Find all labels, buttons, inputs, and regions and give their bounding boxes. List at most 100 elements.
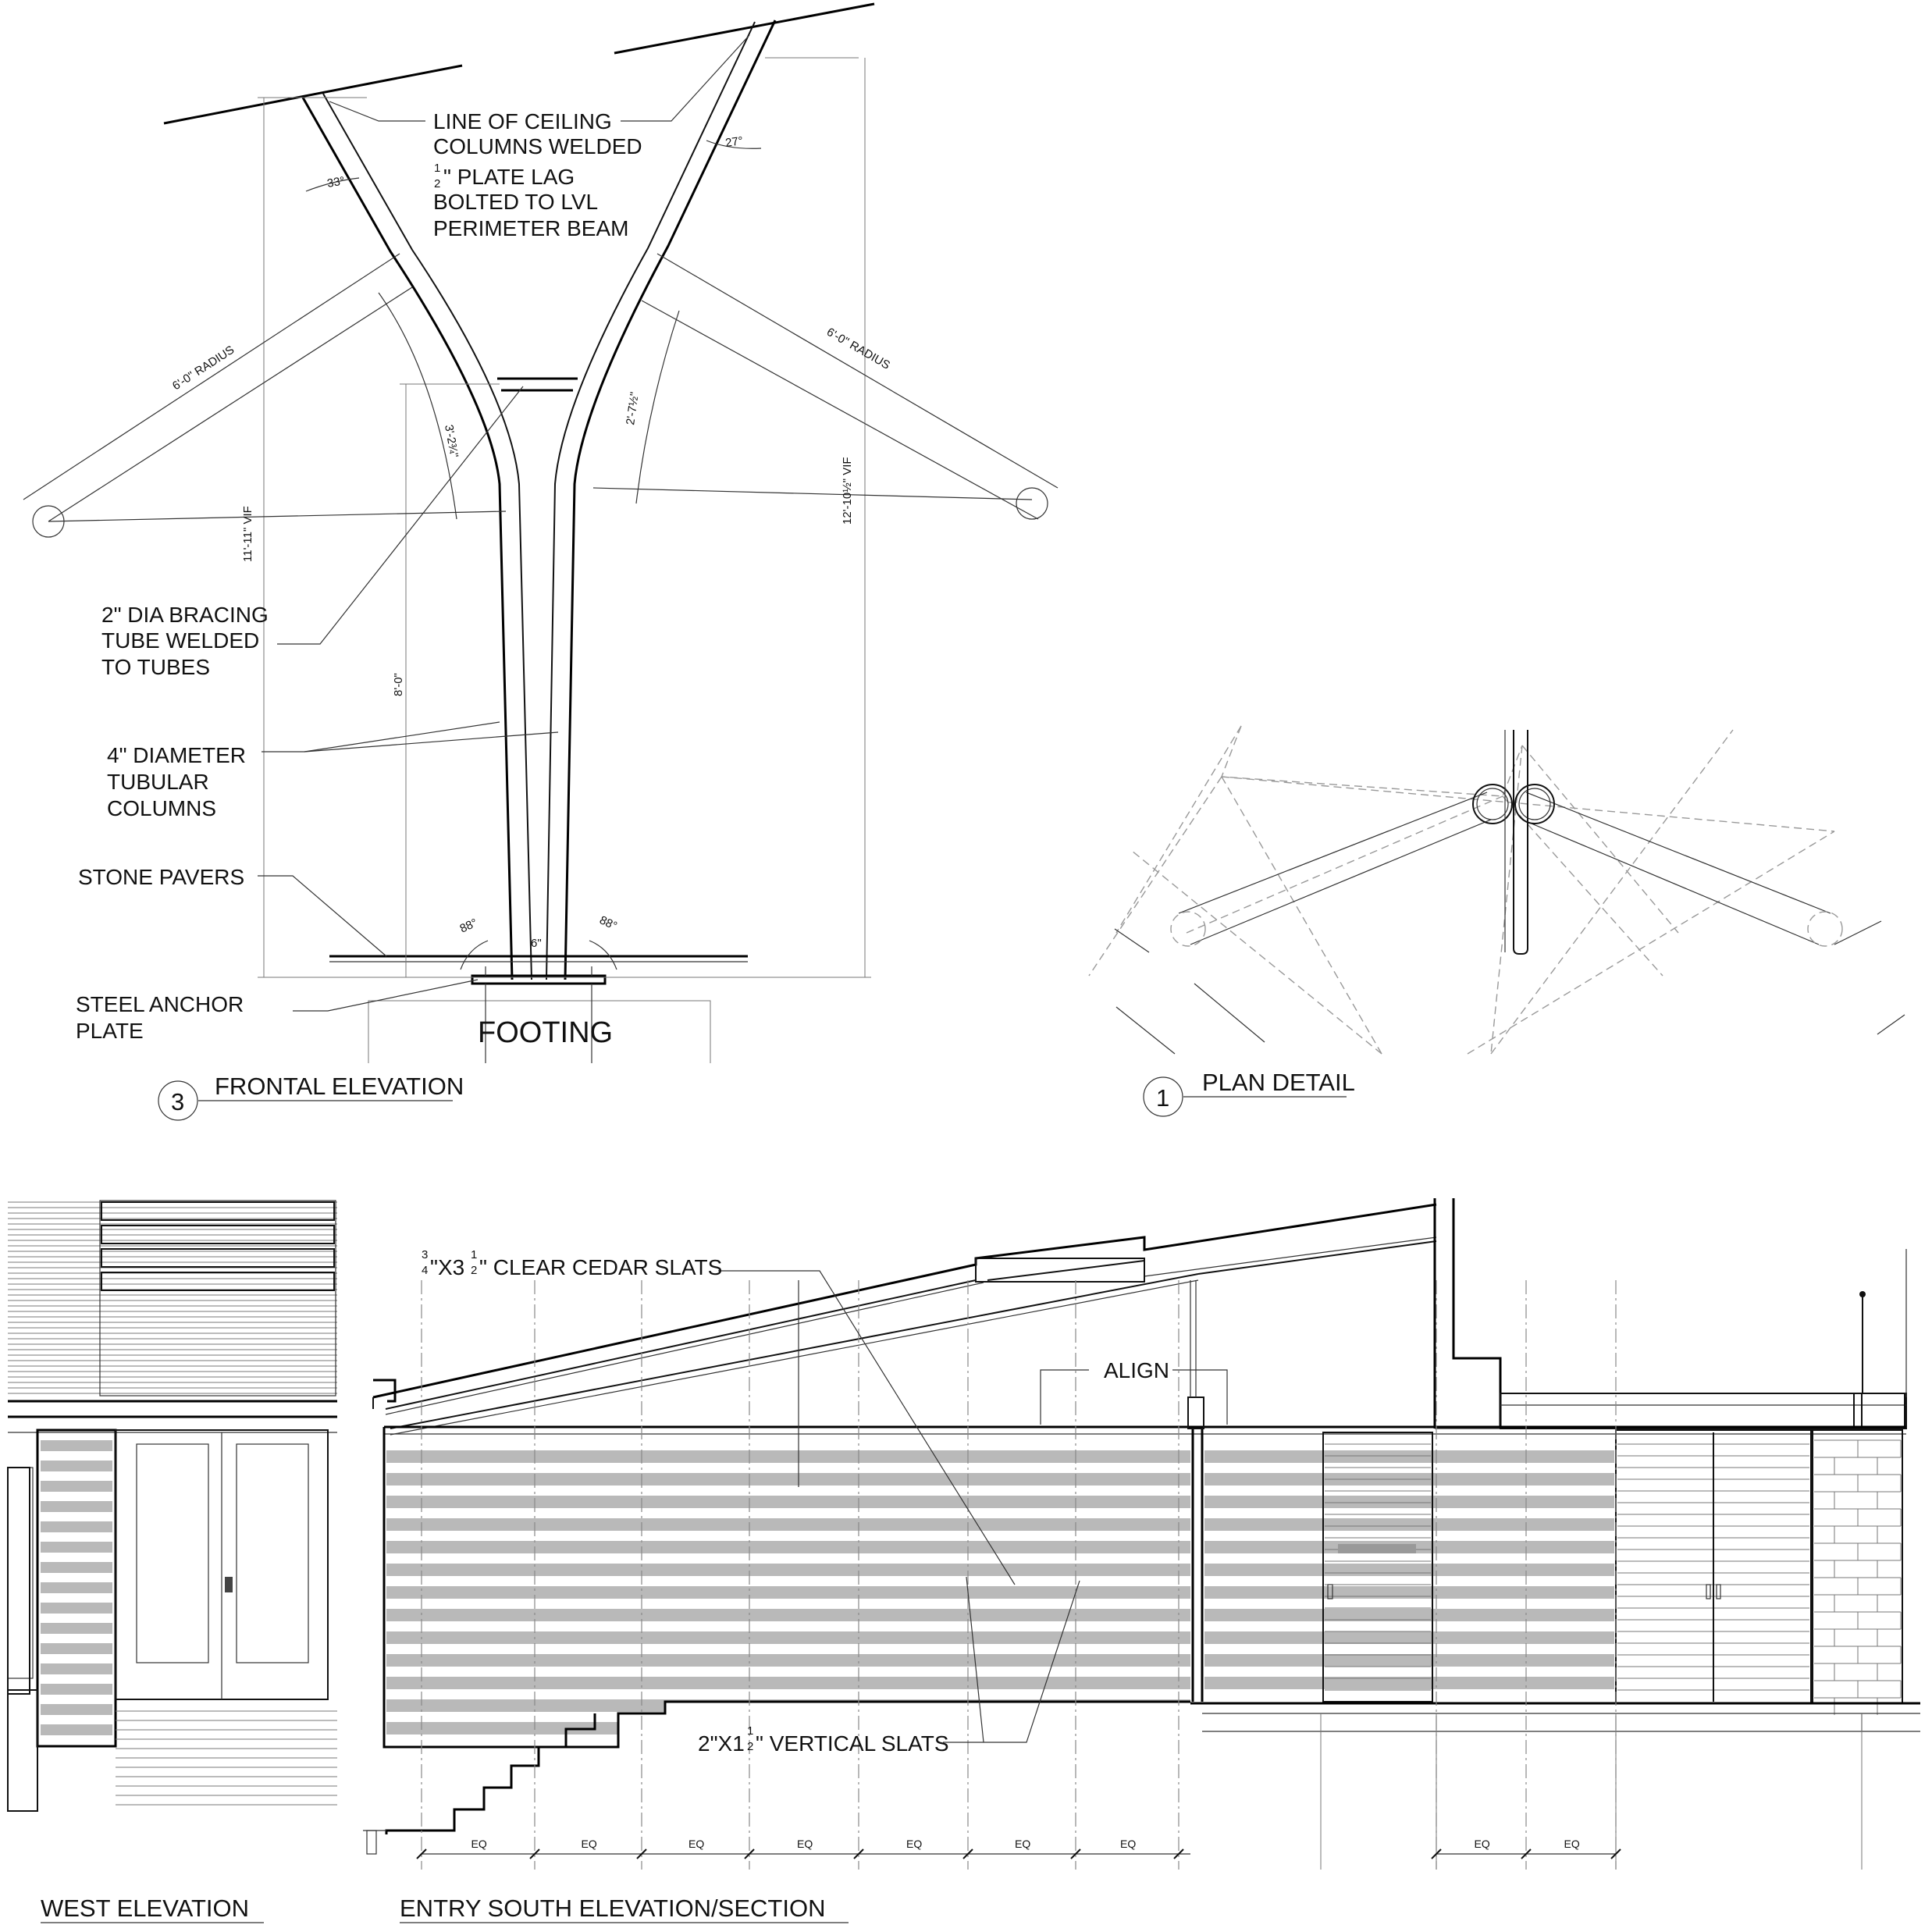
eq-label: EQ	[1475, 1838, 1490, 1850]
door-mail-slot	[1338, 1544, 1416, 1553]
west-louver-2	[101, 1225, 335, 1244]
mask	[618, 1702, 1194, 1749]
footing-outline	[368, 1000, 711, 1063]
cedar-slat	[386, 1496, 1190, 1508]
eq-label: EQ	[1564, 1838, 1580, 1850]
west-slat	[41, 1643, 112, 1654]
note-perimeter-beam: PERIMETER BEAM	[433, 216, 628, 240]
west-elevation: WEST ELEVATION	[7, 1200, 337, 1923]
align-leader-left	[1040, 1369, 1089, 1425]
cedar-tail: " CLEAR CEDAR SLATS	[479, 1255, 722, 1279]
note-bolted: BOLTED TO LVL	[433, 190, 598, 214]
dim-angle-left-top: 33°	[326, 174, 346, 190]
cedar-slat	[1204, 1496, 1614, 1508]
ceiling-line-right	[614, 2, 875, 55]
cedar-slat	[1204, 1518, 1614, 1531]
vertical-a: 2"X1	[698, 1731, 745, 1756]
cedar-slat	[386, 1473, 1190, 1485]
radius-line-left	[23, 253, 400, 500]
note-bracing-2: TUBE WELDED	[101, 628, 259, 653]
plan-column-right	[1514, 784, 1555, 824]
west-slat	[41, 1724, 112, 1735]
note-align: ALIGN	[1104, 1358, 1169, 1382]
south-elevation-title: ENTRY SOUTH ELEVATION/SECTION	[400, 1895, 825, 1922]
eq-label: EQ	[906, 1838, 922, 1850]
detail-number-1: 1	[1156, 1084, 1169, 1112]
cedar-slat	[386, 1609, 1190, 1621]
dim-radius-right: 6'-0" RADIUS	[824, 326, 892, 372]
leader-vertical-slats	[943, 1580, 1080, 1743]
dim-height-left: 11'-11" VIF	[241, 506, 254, 562]
note-line-of-ceiling: LINE OF CEILING	[433, 109, 612, 133]
cedar-frac-num: 3	[422, 1248, 428, 1261]
note-columns-welded: COLUMNS WELDED	[433, 134, 642, 158]
eq-tick	[1521, 1848, 1532, 1859]
eq-label: EQ	[1120, 1838, 1136, 1850]
west-louver-3	[101, 1248, 335, 1268]
dim-height-right: 12'-10½" VIF	[841, 457, 854, 525]
radius-center-left	[32, 505, 65, 538]
note-plate-fraction-num: 1	[434, 162, 440, 175]
radius-line-right	[656, 253, 1059, 489]
vertical-frac-num: 1	[747, 1724, 753, 1738]
eq-label: EQ	[582, 1838, 597, 1850]
note-anchor-1: STEEL ANCHOR	[76, 992, 244, 1016]
note-columns-2: TUBULAR	[107, 770, 209, 794]
west-slat	[41, 1562, 112, 1573]
note-plate-fraction-den: 2	[434, 177, 440, 190]
eq-tick	[636, 1848, 647, 1859]
eq-label: EQ	[471, 1838, 487, 1850]
west-elevation-title: WEST ELEVATION	[41, 1895, 249, 1922]
west-slat	[41, 1704, 112, 1715]
west-slat	[41, 1521, 112, 1532]
column-left-outer	[301, 97, 514, 980]
note-footing: FOOTING	[478, 1016, 613, 1049]
note-anchor-2: PLATE	[76, 1019, 144, 1043]
cedar-slat	[386, 1450, 1190, 1463]
note-stone-pavers: STONE PAVERS	[78, 865, 244, 889]
leader-pavers	[258, 875, 387, 957]
cedar-mid: "X3	[430, 1255, 464, 1279]
eq-tick	[529, 1848, 540, 1859]
eq-tick	[416, 1848, 427, 1859]
stair-profile	[385, 1713, 596, 1834]
cedar-slat	[386, 1564, 1190, 1576]
cedar-slat	[386, 1586, 1190, 1599]
frontal-elevation: LINE OF CEILING COLUMNS WELDED 1 2 " PLA…	[23, 2, 1059, 1121]
detail-number-circle-3	[158, 1080, 198, 1121]
cedar-frac2-den: 2	[471, 1264, 477, 1277]
west-slat	[41, 1542, 112, 1553]
west-slat	[41, 1603, 112, 1614]
cedar-slat	[1204, 1631, 1614, 1644]
dim-radius-left: 6'-0" RADIUS	[170, 343, 237, 393]
column-right-inner	[546, 21, 756, 980]
ceiling-line-left	[163, 64, 463, 125]
note-bracing-3: TO TUBES	[101, 655, 210, 679]
dim-angle-right-base: 88°	[597, 913, 619, 933]
vertical-frac-den: 2	[747, 1740, 753, 1753]
note-columns-3: COLUMNS	[107, 796, 216, 820]
cedar-slat	[1204, 1677, 1614, 1689]
cedar-slat	[386, 1541, 1190, 1553]
west-slat	[41, 1663, 112, 1674]
cedar-frac-den: 4	[422, 1264, 428, 1277]
column-left-inner	[322, 93, 532, 980]
detail-number-circle-1	[1143, 1076, 1183, 1117]
cedar-slat	[1204, 1609, 1614, 1621]
align-leader-right	[1172, 1369, 1228, 1425]
plan-detail: 1 PLAN DETAIL	[1088, 725, 1905, 1117]
slat-wall-outline	[382, 1427, 1190, 1749]
roof-top-edge	[372, 1203, 1437, 1399]
west-louver-4	[101, 1272, 335, 1291]
eq-label: EQ	[1015, 1838, 1030, 1850]
arc-dim-right	[635, 310, 680, 504]
dim-arc-right: 2'-7½"	[624, 391, 642, 425]
eq-label: EQ	[688, 1838, 704, 1850]
cedar-slat	[386, 1654, 1190, 1667]
eq-tick	[853, 1848, 864, 1859]
eq-tick	[962, 1848, 973, 1859]
dim-angle-left-base: 88°	[458, 916, 480, 936]
cedar-slats-left	[386, 1450, 1194, 1749]
